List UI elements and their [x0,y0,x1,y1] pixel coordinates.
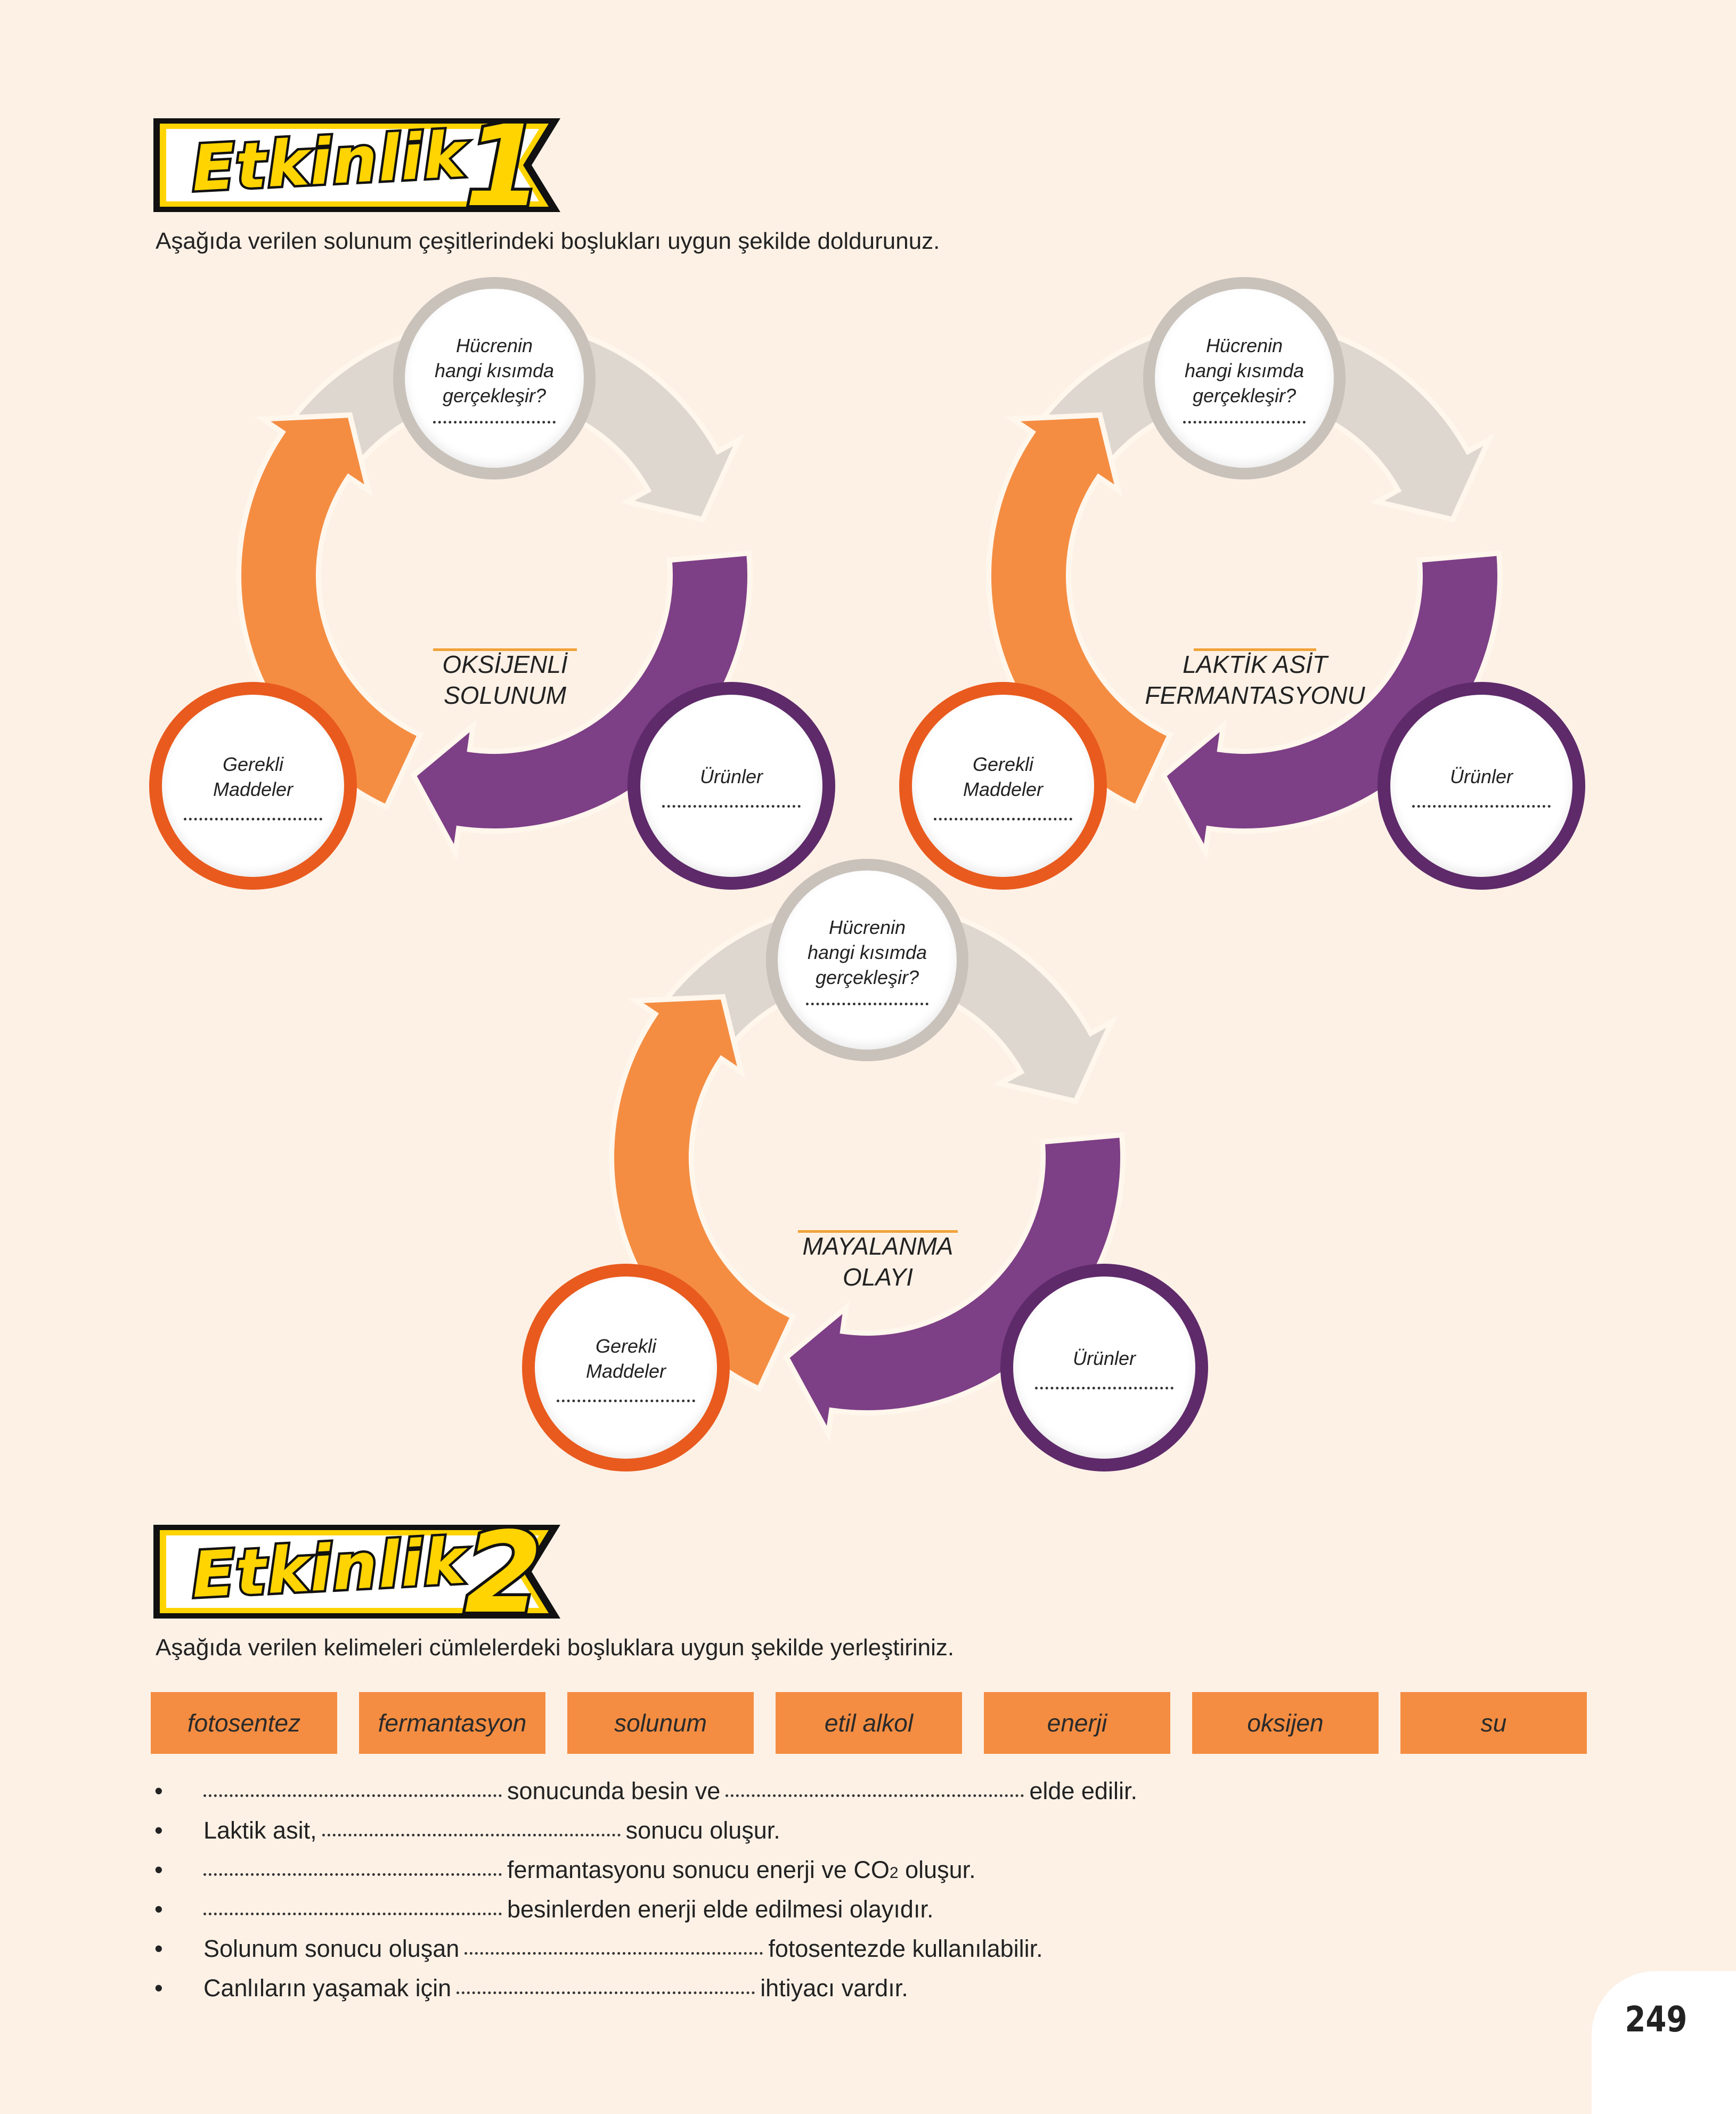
title-underline [1194,648,1316,651]
cycle-title-text: LAKTİK ASİT FERMANTASYONU [1145,651,1365,709]
word-fermantasyon[interactable]: fermantasyon [359,1692,545,1754]
sentence-text: oluşur. [898,1856,976,1883]
requirements-node: Gerekli Maddeler [899,682,1107,890]
cycle-title: MAYALANMA OLAYI [766,1200,990,1323]
sentence-text: Solunum sonucu oluşan [203,1935,460,1962]
sentence-2: • Laktik asit, sonucu oluşur. [154,1817,780,1844]
bullet: • [154,1817,163,1844]
location-node: Hücrenin hangi kısımda gerçekleşir? [1143,277,1346,479]
requirements-blank[interactable] [934,817,1072,820]
word-oksijen[interactable]: oksijen [1192,1692,1379,1754]
activity-2-instruction: Aşağıda verilen kelimeleri cümlelerdeki … [156,1635,955,1661]
cycle-oksijenli-solunum: OKSİJENLİ SOLUNUM Hücrenin hangi kısımda… [143,277,910,970]
products-label: Ürünler [699,766,763,787]
banner-ribbon-shape [153,118,560,212]
bullet: • [154,1896,163,1923]
cycle-mayalanma-olayi: MAYALANMA OLAYI Hücrenin hangi kısımda g… [516,859,1283,1551]
banner-ribbon-shape [153,1525,560,1619]
products-label: Ürünler [1449,766,1513,787]
blank[interactable] [464,1952,763,1955]
blank[interactable] [203,1913,502,1915]
activity-1-banner: Etkinlik 1 [150,99,576,235]
location-question: Hücrenin hangi kısımda gerçekleşir? [807,916,927,988]
page-number: 249 [1625,1999,1688,2040]
sentence-text: fotosentezde kullanılabilir. [768,1935,1043,1962]
activity-2-number: 2 [461,1505,545,1641]
location-question: Hücrenin hangi kısımda gerçekleşir? [1184,335,1305,406]
blank[interactable] [322,1834,621,1836]
location-blank[interactable] [806,1003,928,1005]
bullet: • [154,1777,163,1804]
blank[interactable] [203,1794,502,1797]
word-etil-alkol[interactable]: etil alkol [776,1692,962,1754]
blank[interactable] [203,1873,502,1876]
subscript: 2 [889,1864,899,1882]
title-underline [798,1230,958,1233]
location-blank[interactable] [433,421,556,424]
requirements-label: Gerekli Maddeler [213,753,294,800]
requirements-blank[interactable] [557,1399,695,1402]
sentence-1: • sonucunda besin ve elde edilir. [154,1777,1137,1805]
bullet: • [154,1935,163,1962]
sentence-5: • Solunum sonucu oluşan fotosentezde kul… [154,1935,1043,1963]
sentence-text: Laktik asit, [203,1817,317,1844]
products-node: Ürünler [1000,1264,1208,1471]
requirements-blank[interactable] [184,817,322,820]
requirements-node: Gerekli Maddeler [522,1264,730,1471]
location-blank[interactable] [1183,421,1306,424]
cycle-title-text: OKSİJENLİ SOLUNUM [442,651,568,709]
products-label: Ürünler [1072,1347,1136,1369]
sentence-4: • besinlerden enerji elde edilmesi olayı… [154,1896,933,1923]
products-node: Ürünler [1378,682,1585,890]
sentence-text: besinlerden enerji elde edilmesi olayıdı… [507,1896,934,1923]
activity-1-number: 1 [461,99,545,235]
sentence-text: fermantasyonu sonucu enerji ve CO [507,1856,890,1883]
sentence-text: ihtiyacı vardır. [760,1974,908,2002]
sentence-6: • Canlıların yaşamak için ihtiyacı vardı… [154,1974,908,2002]
activity-2-banner: Etkinlik 2 [150,1505,576,1641]
activity-2-word: Etkinlik [188,1522,470,1614]
products-blank[interactable] [1035,1387,1173,1389]
word-fotosentez[interactable]: fotosentez [151,1692,337,1754]
location-node: Hücrenin hangi kısımda gerçekleşir? [766,859,968,1061]
requirements-node: Gerekli Maddeler [149,682,357,890]
requirements-label: Gerekli Maddeler [963,753,1044,800]
cycle-title-text: MAYALANMA OLAYI [802,1232,953,1291]
location-question: Hücrenin hangi kısımda gerçekleşir? [434,335,555,406]
sentence-text: elde edilir. [1029,1777,1137,1804]
requirements-label: Gerekli Maddeler [585,1335,666,1382]
products-blank[interactable] [662,805,801,808]
bullet: • [154,1856,163,1883]
blank[interactable] [457,1991,755,1994]
word-solunum[interactable]: solunum [567,1692,754,1754]
cycle-title: OKSİJENLİ SOLUNUM [393,618,617,742]
word-enerji[interactable]: enerji [984,1692,1170,1754]
blank[interactable] [726,1794,1024,1797]
activity-1-word: Etkinlik [188,115,470,208]
cycle-laktik-asit-fermantasyonu: LAKTİK ASİT FERMANTASYONU Hücrenin hangi… [893,277,1660,970]
sentence-text: sonucu oluşur. [625,1817,780,1844]
cycle-title: LAKTİK ASİT FERMANTASYONU [1106,618,1404,742]
title-underline [433,648,577,651]
sentence-text: sonucunda besin ve [507,1777,721,1804]
page-number-tab [1592,1971,1736,2114]
bullet: • [154,1974,163,2002]
activity-1-instruction: Aşağıda verilen solunum çeşitlerindeki b… [156,228,940,254]
location-node: Hücrenin hangi kısımda gerçekleşir? [393,277,596,479]
sentence-text: Canlıların yaşamak için [203,1974,452,2002]
products-blank[interactable] [1412,805,1551,808]
word-su[interactable]: su [1400,1692,1587,1754]
products-node: Ürünler [627,682,835,890]
